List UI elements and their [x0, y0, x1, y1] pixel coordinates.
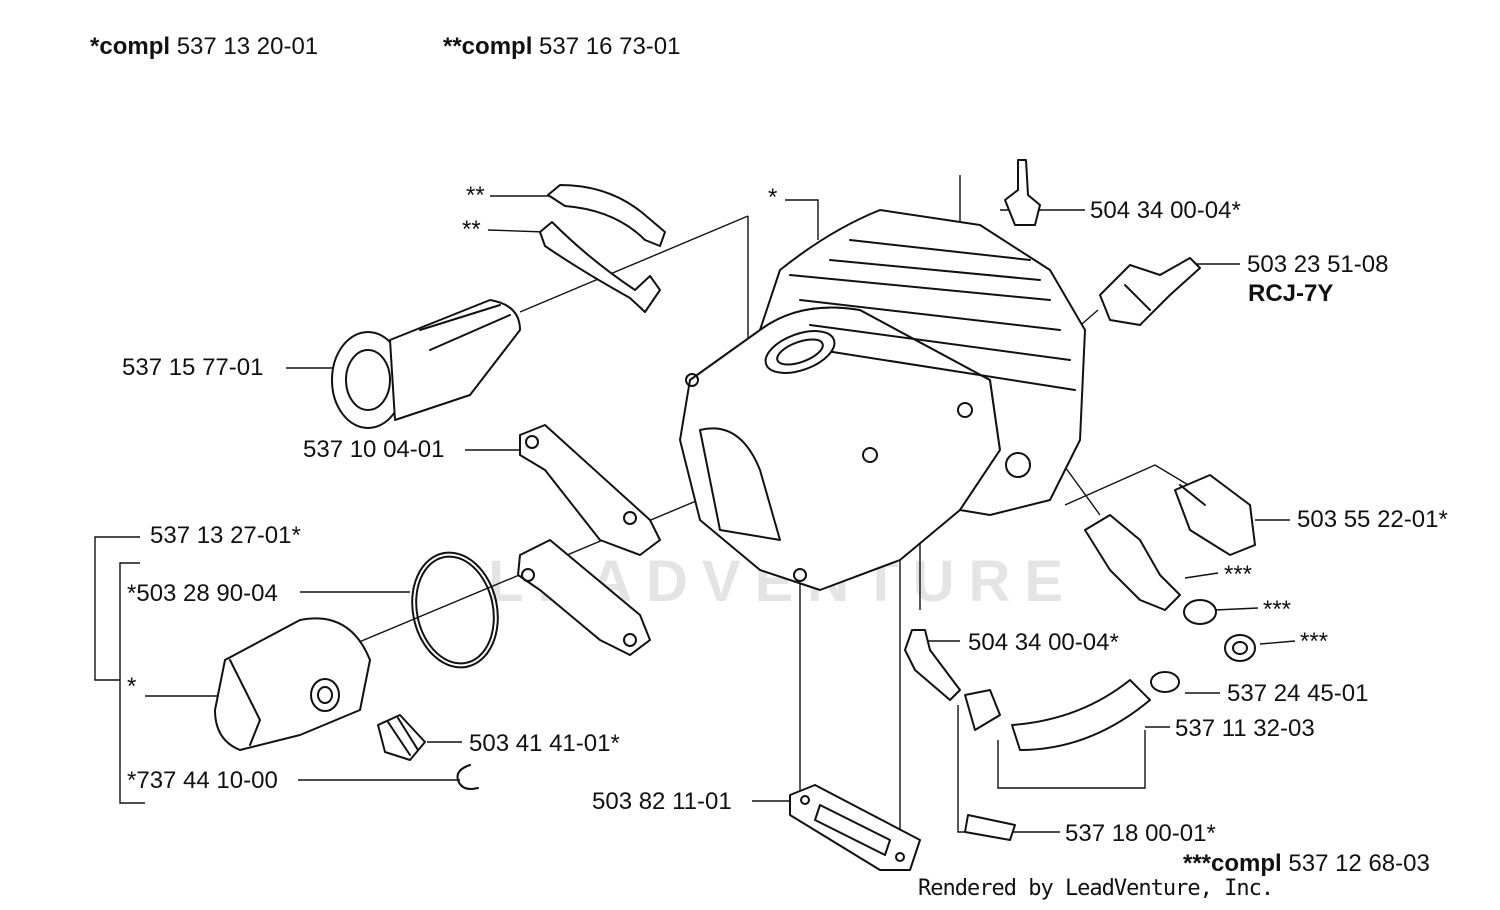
label-valve-stars-2: *** [1263, 596, 1292, 623]
needle-bearing-drawing [377, 714, 426, 761]
label-piston-ring: *503 28 90-04 [127, 580, 278, 607]
spark-plug-code: RCJ-7Y [1248, 280, 1334, 307]
label-needle-bearing: 503 41 41-01* [469, 730, 620, 757]
nipple-top-drawing [1004, 159, 1041, 226]
base-gasket-drawing [789, 784, 921, 871]
piston-ring-drawing [411, 551, 499, 669]
header-compl-2: **compl 537 16 73-01 [443, 33, 681, 61]
label-valve-stars-1: *** [1224, 561, 1253, 588]
intake-gasket-drawing [517, 424, 661, 656]
label-clamp-top: ** [466, 182, 485, 209]
compl-3-number: 537 12 68-03 [1288, 850, 1430, 877]
compl-3-prefix: ***compl [1183, 850, 1282, 877]
compl-2-prefix: **compl [443, 33, 533, 60]
compl-1-prefix: *compl [90, 33, 171, 60]
piston-drawing [214, 617, 371, 751]
label-clip: 537 24 45-01 [1227, 680, 1369, 707]
label-nipple-bottom: 504 34 00-04* [968, 629, 1119, 656]
circlip-drawing [456, 764, 479, 790]
label-valve-stars-3: *** [1300, 628, 1329, 655]
spark-plug-drawing [1099, 257, 1201, 326]
cylinder-drawing [679, 209, 1086, 591]
label-cylinder-star: * [768, 184, 778, 211]
label-intake-gasket: 537 10 04-01 [303, 436, 445, 463]
label-spark-plug-code: RCJ-7Y [1248, 280, 1333, 308]
label-circlip: *737 44 10-00 [127, 767, 278, 794]
label-hose: 537 11 32-03 [1175, 715, 1315, 742]
label-decompression-valve: 503 55 22-01* [1297, 506, 1448, 533]
label-piston-star: * [127, 673, 137, 700]
decompression-valve-drawing [1174, 474, 1256, 556]
label-plug: 537 18 00-01* [1065, 820, 1216, 847]
label-piston-assembly: 537 13 27-01* [150, 522, 301, 549]
intake-manifold-drawing [331, 299, 521, 429]
label-clamp-bottom: ** [462, 216, 481, 243]
valve-assembly-drawing [1084, 514, 1256, 662]
label-intake-manifold: 537 15 77-01 [122, 354, 264, 381]
intake-clamp [539, 184, 666, 313]
label-spark-plug: 503 23 51-08 [1247, 251, 1389, 278]
label-nipple-top: 504 34 00-04* [1090, 197, 1241, 224]
label-base-gasket: 503 82 11-01 [592, 788, 732, 815]
header-compl-3: ***compl 537 12 68-03 [1183, 850, 1430, 878]
fuel-line-drawing [904, 629, 1180, 841]
leader-lines [94, 175, 1296, 860]
compl-2-number: 537 16 73-01 [539, 33, 681, 60]
compl-1-number: 537 13 20-01 [176, 33, 319, 60]
header-compl-1: *compl 537 13 20-01 [90, 33, 318, 61]
footer-credit: Rendered by LeadVenture, Inc. [918, 876, 1274, 901]
